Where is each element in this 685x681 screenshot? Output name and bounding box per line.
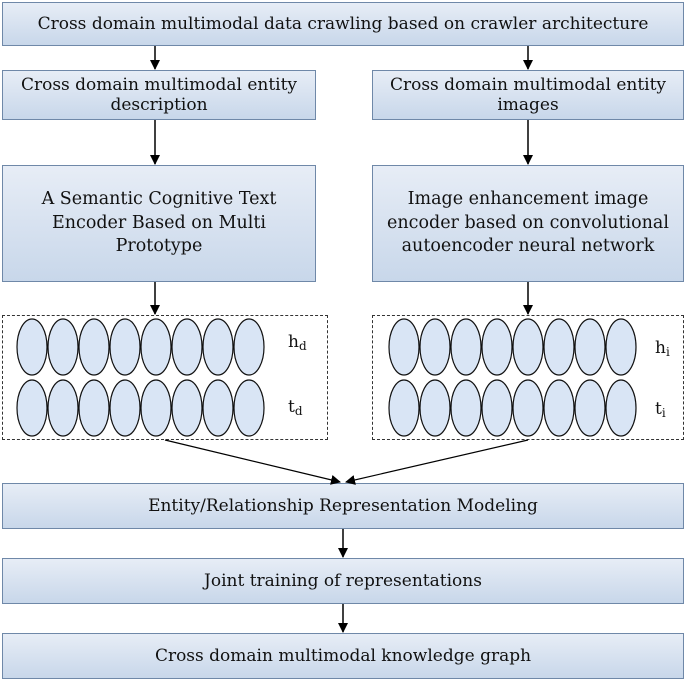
knowledge-graph-box: Cross domain multimodal knowledge graph	[2, 633, 684, 679]
text-encoder-label: A Semantic Cognitive Text Encoder Based …	[41, 189, 277, 257]
entity-images-label: Cross domain multimodal entity images	[389, 74, 667, 115]
representation-modeling-box: Entity/Relationship Representation Model…	[2, 483, 684, 529]
t-d-label: td	[288, 397, 303, 418]
image-vector-group	[372, 315, 684, 440]
entity-images-box: Cross domain multimodal entity images	[372, 70, 684, 120]
entity-description-box: Cross domain multimodal entity descripti…	[2, 70, 316, 120]
t-d-base: t	[288, 397, 295, 417]
arrow-text-vectors-to-modeling	[164, 439, 341, 485]
joint-training-label: Joint training of representations	[204, 570, 482, 591]
h-d-label: hd	[288, 332, 307, 353]
crawling-label: Cross domain multimodal data crawling ba…	[37, 13, 649, 34]
text-vector-group	[2, 315, 328, 440]
representation-modeling-label: Entity/Relationship Representation Model…	[148, 495, 538, 516]
text-encoder-box: A Semantic Cognitive Text Encoder Based …	[2, 165, 316, 282]
h-i-base: h	[655, 338, 666, 358]
joint-training-box: Joint training of representations	[2, 558, 684, 604]
h-i-label: hi	[655, 338, 670, 359]
arrow-image-vectors-to-modeling	[345, 439, 529, 485]
h-i-sub: i	[665, 345, 670, 359]
image-encoder-label: Image enhancement image encoder based on…	[387, 189, 669, 257]
crawling-box: Cross domain multimodal data crawling ba…	[2, 2, 684, 46]
h-d-sub: d	[298, 339, 307, 353]
t-i-label: ti	[655, 399, 666, 420]
t-i-base: t	[655, 399, 662, 419]
h-d-base: h	[288, 332, 299, 352]
entity-description-label: Cross domain multimodal entity descripti…	[20, 74, 298, 115]
knowledge-graph-label: Cross domain multimodal knowledge graph	[154, 645, 532, 666]
image-encoder-box: Image enhancement image encoder based on…	[372, 165, 684, 282]
t-d-sub: d	[294, 404, 303, 418]
t-i-sub: i	[661, 406, 666, 420]
